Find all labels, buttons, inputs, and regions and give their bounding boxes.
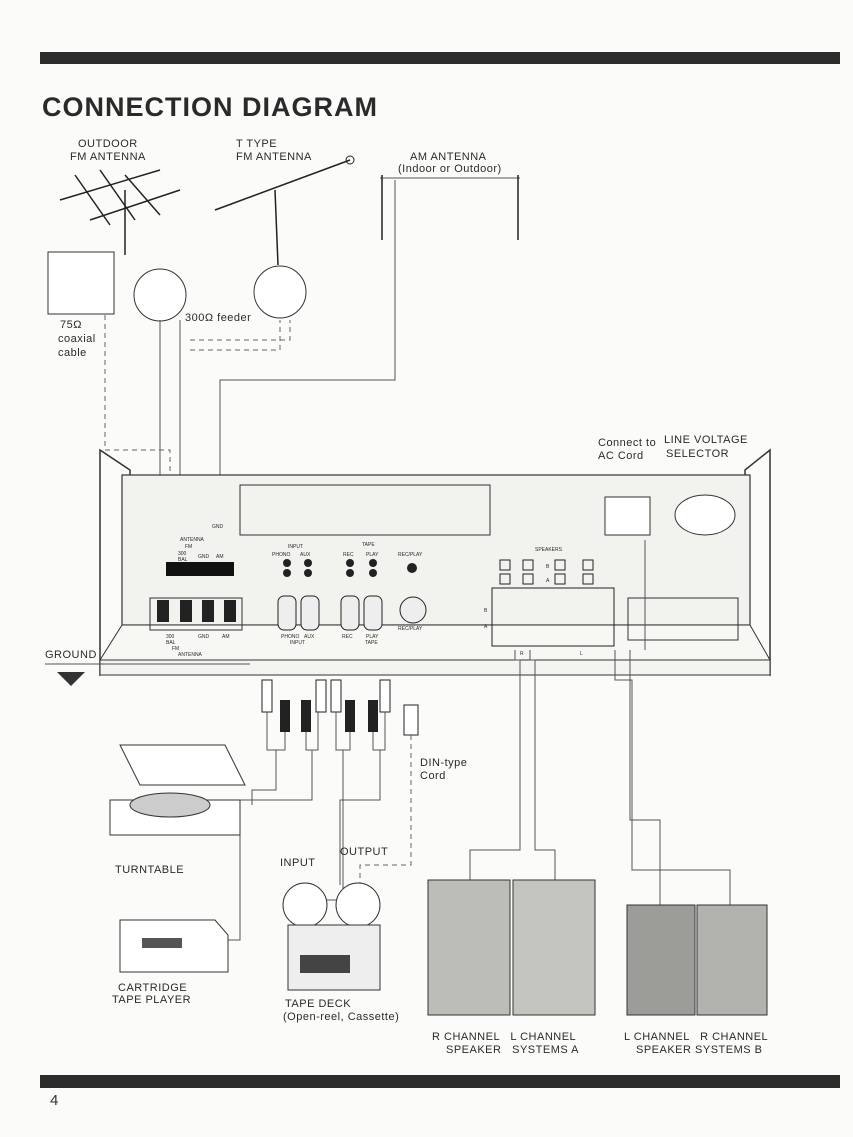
voltage-selector-label: LINE VOLTAGE [664, 434, 748, 446]
t-type-fm-antenna: T TYPE FM ANTENNA 300Ω feeder [185, 138, 355, 324]
panel-text: A [546, 578, 550, 584]
ground-label: GROUND [45, 649, 97, 661]
feeder-label: 300Ω feeder [185, 312, 251, 324]
panel-text: GND [198, 554, 210, 560]
am-label-2: (Indoor or Outdoor) [398, 163, 502, 175]
speakers-b-label: L CHANNEL R CHANNEL [624, 1031, 768, 1043]
din-cord-label-2: Cord [420, 770, 446, 782]
ac-connect-label: Connect to [598, 437, 656, 449]
outdoor-label: OUTDOOR [78, 138, 138, 150]
speakers-a-label: R CHANNEL L CHANNEL [432, 1031, 576, 1043]
panel-text: ANTENNA [180, 537, 205, 543]
ttype-label: T TYPE [236, 138, 277, 150]
panel-text: BAL [178, 557, 188, 563]
voltage-selector-label-2: SELECTOR [666, 448, 729, 460]
tape-deck-label-2: (Open-reel, Cassette) [283, 1011, 399, 1023]
panel-text: A [484, 624, 488, 630]
top-rule [40, 52, 840, 64]
panel-text: L [580, 651, 583, 657]
tape-deck: INPUT OUTPUT TAPE DECK (Open-reel, Casse… [280, 846, 399, 1023]
panel-text: AM [216, 554, 224, 560]
coaxial-label-3: cable [58, 347, 87, 359]
panel-text: PLAY [366, 552, 379, 558]
turntable-label: TURNTABLE [115, 864, 184, 876]
panel-text: GND [212, 524, 224, 530]
coaxial-plug-inset [47, 251, 115, 315]
antenna-terminal-strip[interactable] [166, 562, 234, 576]
tape-output-label: OUTPUT [340, 846, 388, 858]
panel-text: PLAY [366, 634, 379, 640]
panel-text: BAL [166, 640, 176, 646]
rca-jacks[interactable] [283, 559, 417, 577]
bottom-rule [40, 1075, 840, 1088]
ttype-label-2: FM ANTENNA [236, 151, 312, 163]
panel-text: FM [172, 646, 179, 652]
tape-input-label: INPUT [280, 857, 316, 869]
panel-text: REC/PLAY [398, 552, 423, 558]
page-title: CONNECTION DIAGRAM [42, 92, 378, 122]
panel-text: GND [198, 634, 210, 640]
panel-text: INPUT [288, 544, 303, 550]
speaker-systems-b: L CHANNEL R CHANNEL SPEAKER SYSTEMS B [624, 904, 768, 1056]
panel-text: PHONO [272, 552, 290, 558]
panel-text: 300 [178, 551, 187, 557]
panel-text: ANTENNA [178, 652, 203, 658]
panel-text: AUX [300, 552, 311, 558]
ac-outlet [604, 496, 651, 536]
speakers-a-label-2: SPEAKER SYSTEMS A [446, 1044, 579, 1056]
rca-cables [261, 679, 419, 736]
outdoor-fm-antenna: OUTDOOR FM ANTENNA 75Ω coaxial cable [47, 138, 187, 359]
panel-text: SPEAKERS [535, 547, 563, 553]
panel-text: B [546, 564, 550, 570]
din-cord-label: DIN-type [420, 757, 467, 769]
ac-connect-label-2: AC Cord [598, 450, 644, 462]
panel-text: TAPE [365, 640, 378, 646]
panel-text: FM [185, 544, 192, 550]
panel-text: B [484, 608, 488, 614]
cartridge-tape-player: CARTRIDGE TAPE PLAYER [112, 919, 229, 1006]
panel-text: REC/PLAY [398, 626, 423, 632]
tape-deck-label: TAPE DECK [285, 998, 351, 1010]
cartridge-label: CARTRIDGE [118, 982, 187, 994]
panel-text: R [520, 651, 524, 657]
panel-text: REC [343, 552, 354, 558]
page-number: 4 [50, 1092, 59, 1109]
feeder-clip-inset [133, 268, 187, 322]
speaker-systems-a: R CHANNEL L CHANNEL SPEAKER SYSTEMS A [427, 879, 596, 1056]
panel-text: REC [342, 634, 353, 640]
panel-text: AUX [304, 634, 315, 640]
speakers-b-label-2: SPEAKER SYSTEMS B [636, 1044, 762, 1056]
line-voltage-selector[interactable] [674, 494, 736, 536]
panel-text: 300 [166, 634, 175, 640]
panel-text: INPUT [290, 640, 305, 646]
am-label: AM ANTENNA [410, 151, 487, 163]
panel-text: TAPE [362, 542, 375, 548]
coaxial-label: 75Ω [60, 319, 82, 331]
speaker-terminals[interactable] [491, 559, 615, 647]
panel-text: AM [222, 634, 230, 640]
receiver-rear-panel: Connect to AC Cord LINE VOLTAGE SELECTOR… [99, 434, 771, 677]
ground-icon [57, 672, 85, 686]
cartridge-label-2: TAPE PLAYER [112, 994, 191, 1006]
turntable: TURNTABLE [109, 744, 246, 876]
coaxial-label-2: coaxial [58, 333, 96, 345]
panel-text: PHONO [281, 634, 299, 640]
outdoor-label-2: FM ANTENNA [70, 151, 146, 163]
